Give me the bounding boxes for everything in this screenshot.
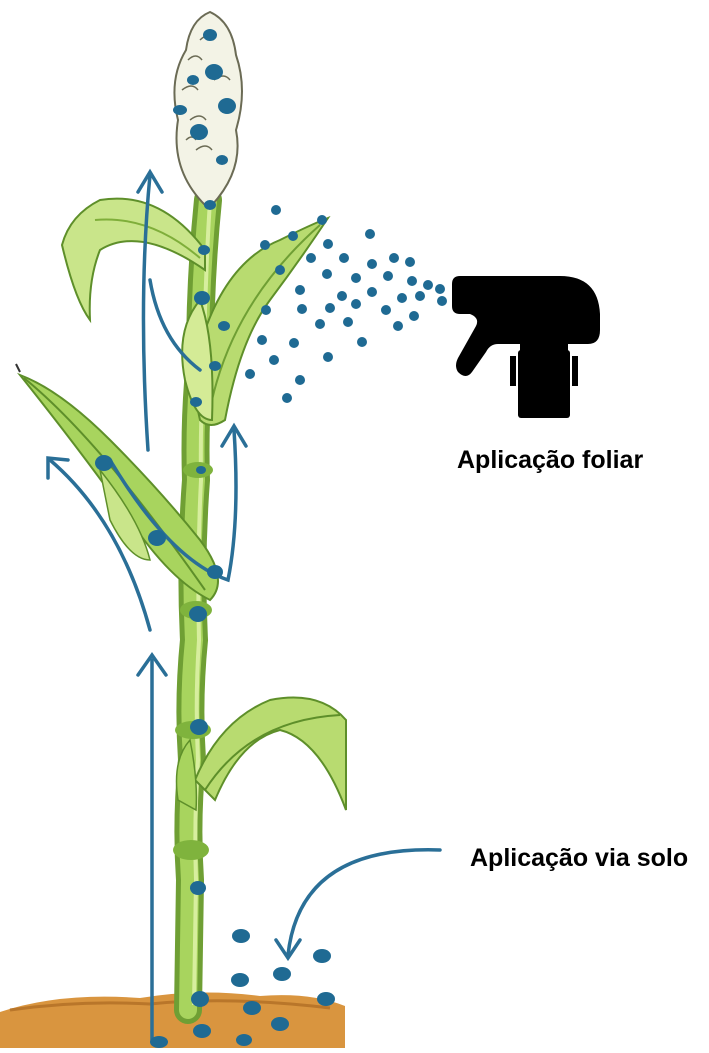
sorghum-plant-icon xyxy=(16,12,346,1010)
label-soil-application: Aplicação via solo xyxy=(470,844,688,873)
arrow-soil-application xyxy=(288,850,440,955)
nutrient-dots-spray xyxy=(245,205,447,403)
spray-bottle-icon xyxy=(452,276,600,418)
label-foliar-application: Aplicação foliar xyxy=(457,446,643,475)
